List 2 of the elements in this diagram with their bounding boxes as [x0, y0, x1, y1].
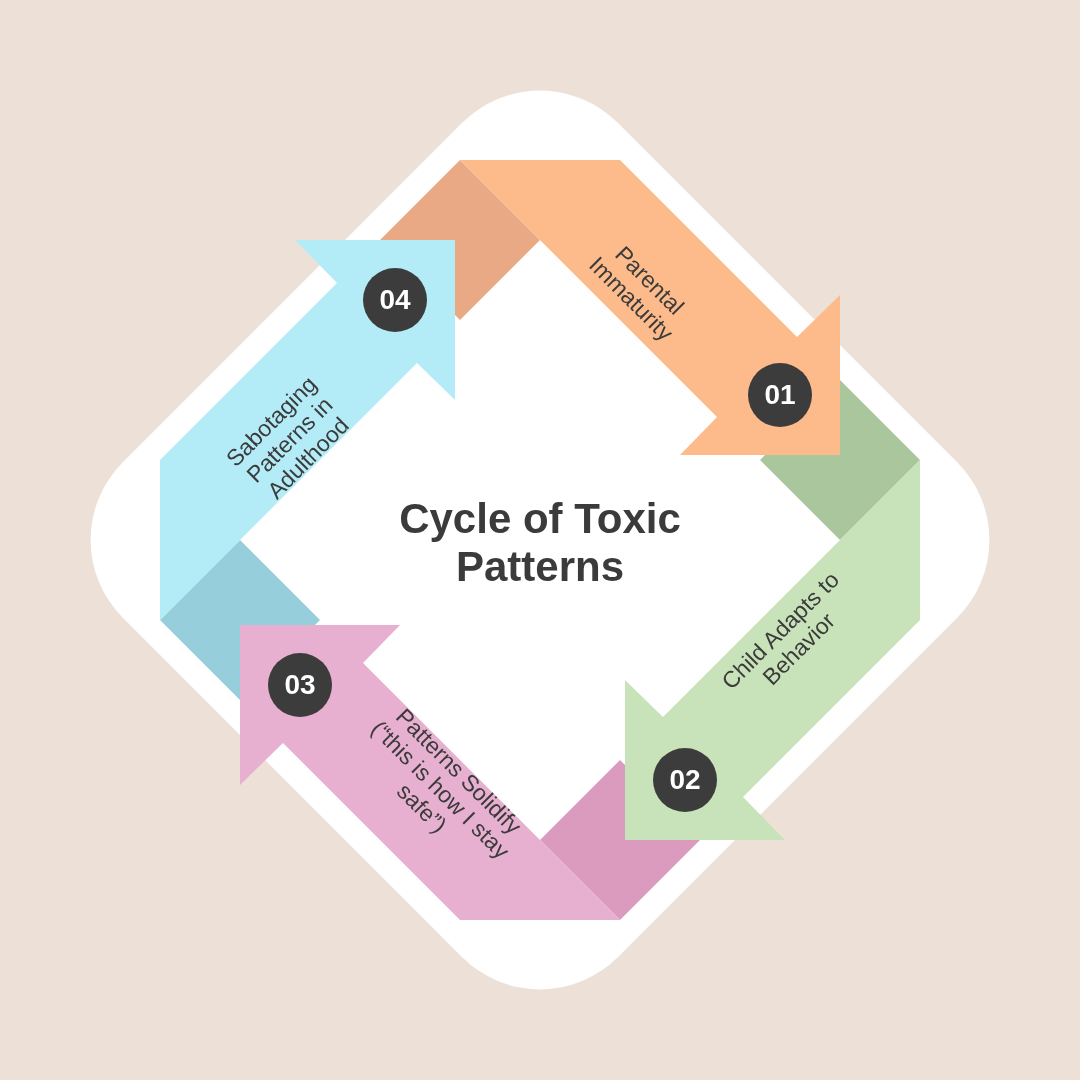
ribbon-segment — [240, 625, 700, 920]
diagram-title: Cycle of Toxic Patterns — [398, 495, 682, 592]
